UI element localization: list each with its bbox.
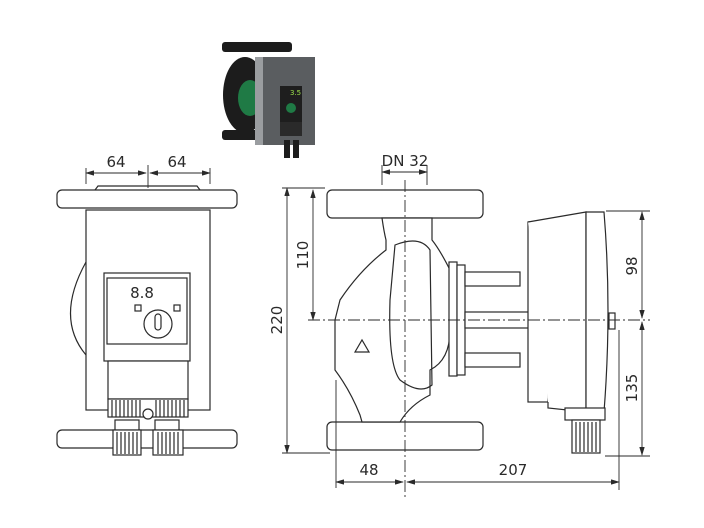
side-view: DN 32 220 110 98 135 48 207	[268, 152, 650, 498]
front-display-readout: 8.8	[130, 284, 154, 302]
product-photo: 3.5	[222, 42, 315, 158]
dim-135: 135	[623, 374, 641, 403]
photo-display-readout: 3.5	[290, 89, 301, 97]
dim-220: 220	[268, 306, 286, 335]
dim-207: 207	[499, 461, 528, 479]
cable-gland-left	[112, 429, 142, 456]
dim-110: 110	[294, 241, 312, 270]
side-cable-gland	[571, 419, 601, 454]
dim-64-right: 64	[167, 153, 186, 171]
dim-64-left: 64	[106, 153, 125, 171]
dim-98: 98	[623, 256, 641, 275]
display-panel	[103, 272, 191, 362]
control-knob	[143, 309, 173, 339]
dim-dn32: DN 32	[382, 152, 429, 170]
motor-cover	[585, 211, 609, 413]
front-view: 8.8 64 64	[56, 153, 238, 456]
dim-48: 48	[359, 461, 378, 479]
